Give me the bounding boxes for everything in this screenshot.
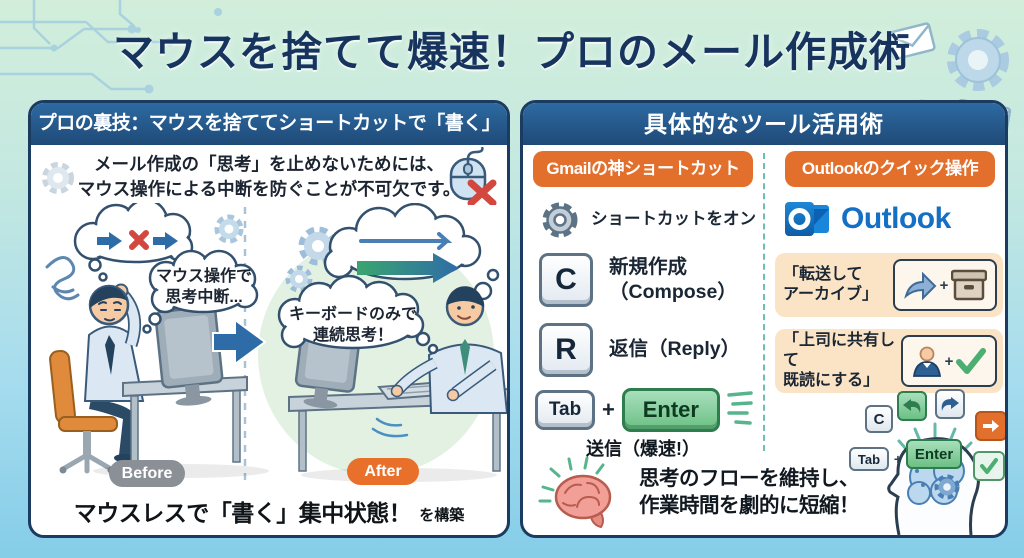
float-orange-arrow-key [975,411,1005,441]
key-r: R [539,323,593,377]
page-title: マウスを捨てて爆速！プロのメール作成術 [113,29,911,75]
key-tab: Tab [535,390,595,430]
office-chair [49,349,118,474]
float-reply-key [897,391,927,421]
outlook-brand-row: Outlook [783,195,951,243]
gear-icon [214,214,244,244]
quickstep2-icons: + [901,335,997,387]
arrow-icon [153,232,178,250]
float-key-enter: Enter [906,439,962,469]
gear-icon [934,474,960,500]
after-badge: After [347,458,419,485]
stressed-person [83,283,145,462]
float-plus-sign: + [893,451,903,467]
shortcut-row-send: Tab + Enter [535,387,753,433]
x-mark-icon [129,230,149,250]
transition-arrow-icon [212,318,267,366]
speed-lines-icon [727,391,753,425]
checkmark-icon [980,458,998,474]
outlook-pill: Outlookのクイック操作 [785,151,995,187]
reply-arrow-icon [903,399,921,413]
person-icon [912,346,941,377]
key-enter: Enter [621,388,720,432]
intro-line1: メール作成の「思考」を止めないためには、 [94,154,444,174]
arrow-right-icon [983,420,999,432]
intro-block: メール作成の「思考」を止めないためには、 マウス操作による中断を防ぐことが不可欠… [31,145,507,205]
float-key-c: C [865,405,893,433]
quickstep2-label: 「上司に共有して 既読にする」 [783,332,896,389]
float-key-tab: Tab [849,447,889,471]
motion-lines [371,417,409,438]
mouse-crossed-icon [449,147,497,205]
benefit-row: 思考のフローを維持し、 作業時間を劇的に短縮！ [537,455,860,529]
shortcut-row-compose: C 新規作成 （Compose） [539,253,737,307]
x-mark-icon [467,179,497,205]
thought-cloud-before [73,198,194,282]
column-divider [763,153,765,451]
gmail-pill: Gmailの神ショートカット [533,151,753,187]
settings-label: ショートカットをオン [591,210,756,229]
after-bubble-text: キーボードのみで 連続思考！ [288,306,417,344]
checkmark-icon [956,348,987,374]
reply-label: 返信（Reply） [609,338,741,361]
key-c: C [539,253,593,307]
float-check-key [973,451,1005,481]
tools-panel: 具体的なツール活用術 Gmailの神ショートカット ショートカットをオン C 新… [520,100,1008,538]
left-panel-header: プロの裏技：マウスを捨ててショートカットで「書く」 [31,103,507,145]
float-forward-key [935,389,965,419]
compose-label: 新規作成 （Compose） [609,255,737,303]
outlook-logo-icon [785,202,829,236]
plus-sign: + [602,396,615,422]
speech-bubble-after [277,274,439,355]
send-caption: 送信（爆速!） [586,439,700,459]
benefit-text: 思考のフローを維持し、 作業時間を劇的に短縮！ [639,466,860,517]
monitor-back [154,305,224,406]
speech-bubble-before [142,249,259,334]
happy-person [390,286,507,414]
outlook-wordmark: Outlook [841,202,951,235]
outlook-column: Outlookのクイック操作 Outlook 「転送して アーカイブ」 [775,151,1005,535]
left-caption: マウスレスで「書く」集中状態！ を構築 [31,488,507,534]
intro-line2: マウス操作による中断を防ぐことが不可欠です。 [77,179,461,200]
left-caption-main: マウスレスで「書く」集中状態！ [73,500,412,526]
before-bubble-text: マウス操作で 思考中断... [155,268,252,306]
quickstep-share-read: 「上司に共有して 既読にする」 + [775,329,1003,393]
shortcut-row-reply: R 返信（Reply） [539,323,740,377]
gear-icon [42,162,74,194]
gear-icon [542,202,578,238]
forward-arrow-icon [903,271,937,300]
gradient-arrow-icon [357,253,459,283]
brain-icon [538,456,612,529]
right-panel-header: 具体的なツール活用術 [523,103,1005,145]
quickstep-forward-archive: 「転送して アーカイブ」 + [775,253,1003,317]
arrow-icon [97,232,122,250]
quickstep1-label: 「転送して アーカイブ」 [783,266,879,303]
illustration-canvas [45,198,507,484]
forward-arrow-icon [941,397,959,411]
gmail-column: Gmailの神ショートカット ショートカットをオン C 新規作成 （Compos… [523,151,763,459]
thin-arrow-icon [359,232,453,250]
left-caption-suffix: を構築 [419,506,465,524]
gmail-settings-row: ショートカットをオン [539,199,756,241]
before-after-panel: プロの裏技：マウスを捨ててショートカットで「書く」 メール作成の「思考」を止めな… [28,100,510,538]
before-after-illustration: マウス操作で 思考中断... キーボードのみで 連続思考！ Before Aft… [31,198,507,488]
quickstep1-icons: + [893,259,997,311]
thought-cloud-after [323,202,500,301]
before-badge: Before [109,460,185,487]
archive-box-icon [951,269,988,301]
stress-scribble-icon [45,256,80,301]
